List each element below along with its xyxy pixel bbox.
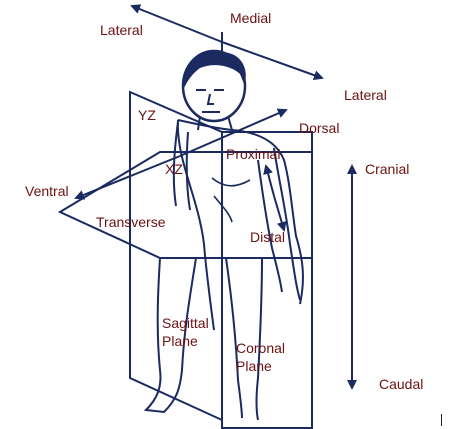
label-yz: YZ [138,107,156,123]
label-caudal: Caudal [379,376,424,392]
medial-lateral-axis-arrow-right [221,41,324,80]
label-dorsal: Dorsal [299,120,340,136]
dorsal-ventral-axis-arrow-dorsal [179,108,288,157]
hair-shape [184,51,246,88]
transverse-plane [57,151,313,259]
label-coronal-plane: Coronal Plane [236,340,286,374]
label-lateral-right: Lateral [344,87,387,103]
torso-outline [176,119,304,331]
label-transverse: Transverse [96,214,166,230]
label-distal: Distal [250,229,286,245]
proximal-distal-arrow-down [273,195,287,232]
label-lateral-left: Lateral [100,22,143,38]
neck-shape [197,115,233,131]
medial-lateral-axis-arrow-left [130,4,223,43]
label-proximal: Proximal [226,146,281,162]
right-arm [257,147,301,301]
text-cursor-mark [441,414,442,426]
coronal-plane [221,131,313,429]
label-sagittal-plane: Sagittal Plane [162,315,209,349]
label-ventral: Ventral [25,183,69,199]
label-cranial: Cranial [365,161,410,177]
left-arm [172,121,191,211]
chest-detail [211,177,251,223]
left-leg [143,257,197,414]
label-medial: Medial [230,10,272,26]
face-features [196,89,224,113]
proximal-distal-arrow-up [263,164,275,197]
label-xz: XZ [165,161,183,177]
dorsal-ventral-axis-arrow-ventral [74,155,181,200]
right-leg [225,257,263,421]
